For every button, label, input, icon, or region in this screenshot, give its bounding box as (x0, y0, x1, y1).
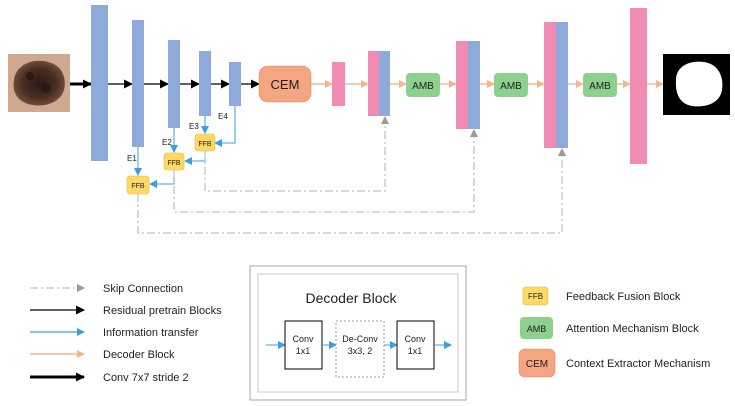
ffb-label-1: FFB (131, 183, 145, 190)
legend-residual-label: Residual pretrain Blocks (103, 305, 222, 317)
inset-conv1-box (284, 320, 323, 370)
inset-deconv-line2: 3x3, 2 (348, 346, 373, 356)
info-arrow-ffb2-ffb1 (149, 170, 175, 188)
encoder-block-e3 (199, 51, 211, 116)
legend-ffb-desc: Feedback Fusion Block (566, 291, 681, 303)
inset-conv1-line2: 1x1 (296, 346, 311, 356)
decoder-concat-pink-3 (544, 22, 556, 148)
decoder-inset-title: Decoder Block (305, 290, 397, 306)
decoder-block-1 (332, 62, 345, 106)
legend-conv7-label: Conv 7x7 stride 2 (103, 372, 189, 384)
encoder-block-e4 (229, 62, 241, 106)
legend-left: Skip Connection Residual pretrain Blocks… (30, 283, 222, 384)
encoder-block-e1 (132, 20, 144, 147)
info-arrow-e4 (214, 106, 236, 147)
amb-label-1: AMB (412, 81, 434, 92)
cem-label: CEM (271, 77, 300, 92)
skip-connection-2 (173, 129, 478, 213)
decoder-concat-blue-2 (468, 41, 480, 129)
inset-deconv-line1: De-Conv (342, 334, 378, 344)
label-e1: E1 (127, 154, 137, 163)
legend-amb-badge (520, 317, 553, 339)
output-segmentation-mask (663, 54, 730, 115)
ffb-label-2: FFB (167, 160, 181, 167)
inset-conv2-box (396, 320, 435, 370)
ffb-label-3: FFB (198, 141, 212, 148)
legend-decoder-label: Decoder Block (103, 349, 175, 361)
legend-amb-badge-text: AMB (527, 324, 547, 334)
decoder-concat-pink-1 (368, 51, 379, 116)
skip-connection-1 (204, 116, 389, 192)
amb-block-3 (583, 73, 617, 97)
decoder-concat-blue-1 (379, 51, 390, 116)
label-e3: E3 (189, 122, 199, 131)
amb-label-2: AMB (500, 81, 522, 92)
inset-conv2-line2: 1x1 (408, 346, 423, 356)
encoder-block-e2 (168, 40, 180, 128)
legend-cem-badge-text: CEM (526, 359, 548, 370)
legend-ffb-badge-text: FFB (528, 292, 543, 301)
decoder-block-inset: Decoder Block Conv 1x1 De-Conv 3x3, 2 Co… (249, 265, 467, 401)
input-skin-lesion-image (8, 54, 70, 112)
skip-connection-3 (137, 148, 566, 234)
legend-cem-desc: Context Extractor Mechanism (566, 358, 710, 370)
amb-block-2 (494, 73, 528, 97)
decoder-concat-blue-3 (556, 22, 568, 148)
legend-info-label: Information transfer (103, 327, 199, 339)
info-arrow-ffb3-ffb2 (184, 151, 206, 165)
decoder-concat-pink-2 (456, 41, 468, 129)
label-e4: E4 (218, 112, 228, 121)
decoder-final-block (630, 8, 647, 164)
amb-block-1 (406, 73, 440, 97)
legend-amb-desc: Attention Mechanism Block (566, 323, 699, 335)
legend-cem-badge (518, 348, 556, 378)
legend-skip-label: Skip Connection (103, 283, 183, 295)
encoder-block-0 (91, 5, 108, 161)
inset-conv2-line1: Conv (404, 334, 426, 344)
legend-ffb-badge (522, 286, 549, 306)
legend-right: FFB Feedback Fusion Block AMB Attention … (518, 286, 710, 378)
label-e2: E2 (162, 138, 172, 147)
inset-deconv-box (335, 320, 385, 378)
amb-label-3: AMB (589, 81, 611, 92)
inset-conv1-line1: Conv (292, 334, 314, 344)
